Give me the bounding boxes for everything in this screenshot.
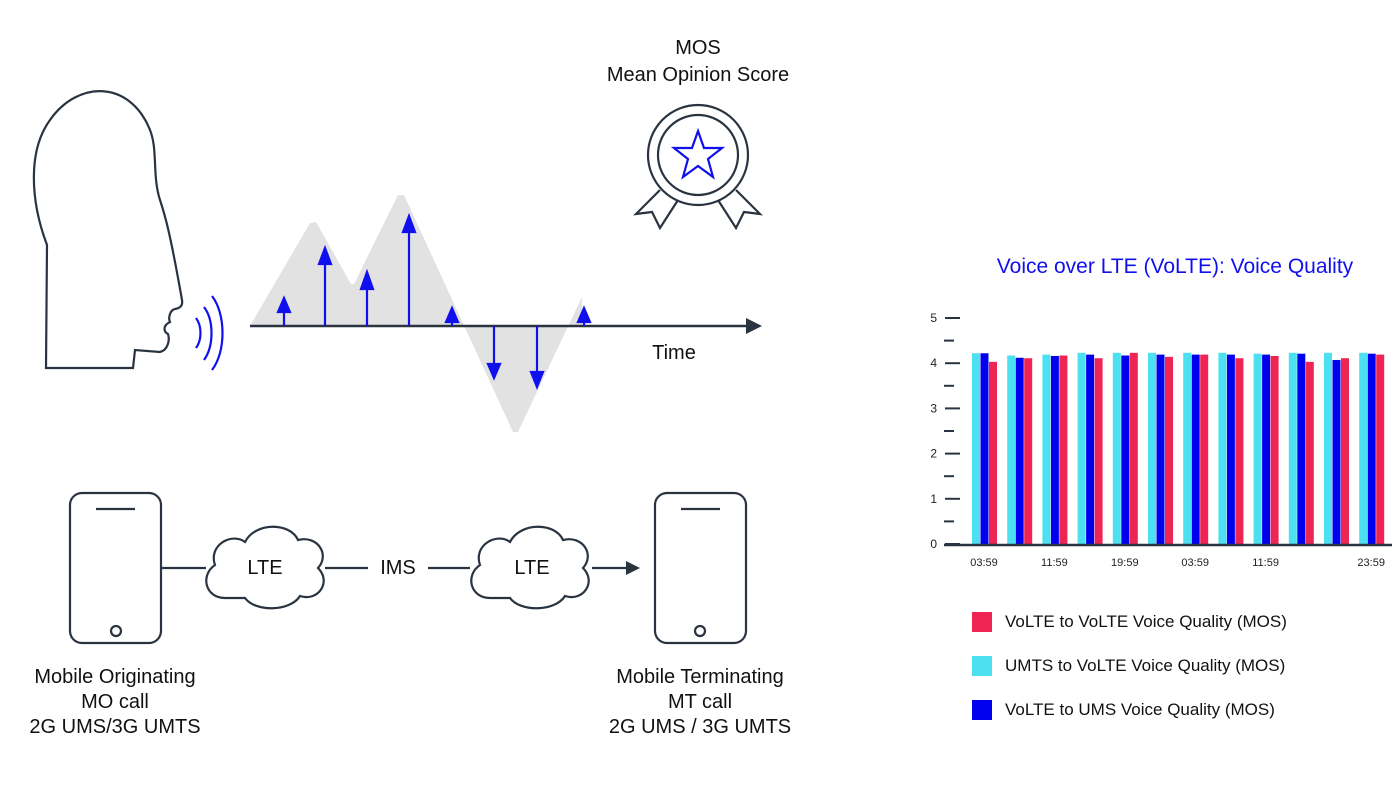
bar-volte-to-volte-voice-quality-mos [1235,358,1244,544]
x-tick-label: 23:59 [1357,557,1385,569]
speaking-head-icon [32,90,184,370]
bar-umts-to-volte-voice-quality-mos [1183,352,1192,544]
arrow-right-icon [626,561,640,575]
x-tick-label: 19:59 [1111,557,1139,569]
legend-swatch [972,612,992,632]
bar-volte-to-volte-voice-quality-mos [1200,354,1209,544]
legend-label: UMTS to VoLTE Voice Quality (MOS) [1005,656,1286,675]
bar-volte-to-ums-voice-quality-mos [1191,354,1200,544]
bar-volte-to-volte-voice-quality-mos [1024,358,1033,544]
waveform-area [250,195,582,432]
bar-volte-to-volte-voice-quality-mos [1305,361,1314,544]
bar-volte-to-volte-voice-quality-mos [1094,358,1103,544]
bar-volte-to-ums-voice-quality-mos [1156,354,1165,544]
bar-volte-to-ums-voice-quality-mos [1121,355,1130,544]
originating-line3: 2G UMS/3G UMTS [29,716,201,738]
y-tick-label: 1 [930,492,937,506]
bar-volte-to-ums-voice-quality-mos [1086,354,1095,544]
time-axis-arrow-icon [746,318,762,334]
cloud-left-icon [205,525,325,610]
y-tick-label: 4 [930,356,937,370]
bar-umts-to-volte-voice-quality-mos [1218,352,1227,544]
bar-volte-to-volte-voice-quality-mos [1059,355,1068,544]
bar-volte-to-ums-voice-quality-mos [1262,354,1271,544]
bar-volte-to-volte-voice-quality-mos [989,361,997,544]
cloud-right-icon [470,525,590,610]
x-tick-label: 11:59 [1252,557,1279,569]
y-tick-label: 5 [930,311,937,325]
terminating-line2: MT call [667,691,733,713]
bar-volte-to-ums-voice-quality-mos [1015,357,1024,544]
bar-umts-to-volte-voice-quality-mos [1148,352,1156,544]
y-tick-label: 0 [930,537,937,551]
y-tick-label: 3 [930,401,937,415]
bar-umts-to-volte-voice-quality-mos [1253,353,1262,544]
originating-line1: Mobile Originating [34,666,196,688]
bar-volte-to-volte-voice-quality-mos [1129,352,1138,544]
cloud-left-label: LTE [247,557,283,579]
terminating-label: Mobile Terminating MT call 2G UMS / 3G U… [585,665,815,740]
bar-umts-to-volte-voice-quality-mos [1042,354,1051,544]
phone-terminating-icon [653,491,748,645]
bar-umts-to-volte-voice-quality-mos [1077,352,1086,544]
bar-volte-to-ums-voice-quality-mos [1332,360,1341,544]
legend-swatch [972,700,992,720]
originating-label: Mobile Originating MO call 2G UMS/3G UMT… [0,665,230,740]
bar-volte-to-ums-voice-quality-mos [1050,355,1059,544]
terminating-line1: Mobile Terminating [616,666,784,688]
award-badge-icon [632,103,764,231]
chart-title: Voice over LTE (VoLTE): Voice Quality [996,255,1354,278]
legend-item: VoLTE to UMS Voice Quality (MOS) [972,699,1275,721]
bar-volte-to-ums-voice-quality-mos [1297,353,1306,544]
legend-item: VoLTE to VoLTE Voice Quality (MOS) [972,611,1287,633]
bar-umts-to-volte-voice-quality-mos [1112,352,1121,544]
bar-umts-to-volte-voice-quality-mos [1324,352,1332,544]
cloud-right-label: LTE [514,557,550,579]
terminating-line3: 2G UMS / 3G UMTS [608,716,792,738]
bar-umts-to-volte-voice-quality-mos [1359,352,1368,544]
bar-volte-to-ums-voice-quality-mos [980,353,989,544]
x-tick-label: 03:59 [1181,557,1209,569]
mos-title: MOS [675,37,721,59]
x-tick-label: 03:59 [970,557,998,569]
bar-volte-to-volte-voice-quality-mos [1341,358,1349,544]
time-axis-label: Time [652,342,696,364]
bar-umts-to-volte-voice-quality-mos [972,353,980,544]
legend-label: VoLTE to VoLTE Voice Quality (MOS) [1005,612,1287,631]
bar-umts-to-volte-voice-quality-mos [1288,352,1297,544]
ims-label: IMS [380,557,416,579]
bar-umts-to-volte-voice-quality-mos [1007,355,1016,544]
originating-line2: MO call [81,691,149,713]
bar-volte-to-volte-voice-quality-mos [1165,356,1173,544]
legend-item: UMTS to VoLTE Voice Quality (MOS) [972,655,1285,677]
bar-volte-to-ums-voice-quality-mos [1367,353,1376,544]
bar-volte-to-ums-voice-quality-mos [1226,354,1235,544]
bar-volte-to-volte-voice-quality-mos [1376,354,1385,544]
bar-volte-to-volte-voice-quality-mos [1270,355,1279,544]
mos-subtitle: Mean Opinion Score [606,64,790,86]
x-tick-label: 11:59 [1041,557,1068,569]
sound-waves-icon [195,295,224,371]
legend-swatch [972,656,992,676]
legend-label: VoLTE to UMS Voice Quality (MOS) [1005,700,1275,719]
y-tick-label: 2 [930,447,937,461]
sample-arrows [276,212,592,390]
